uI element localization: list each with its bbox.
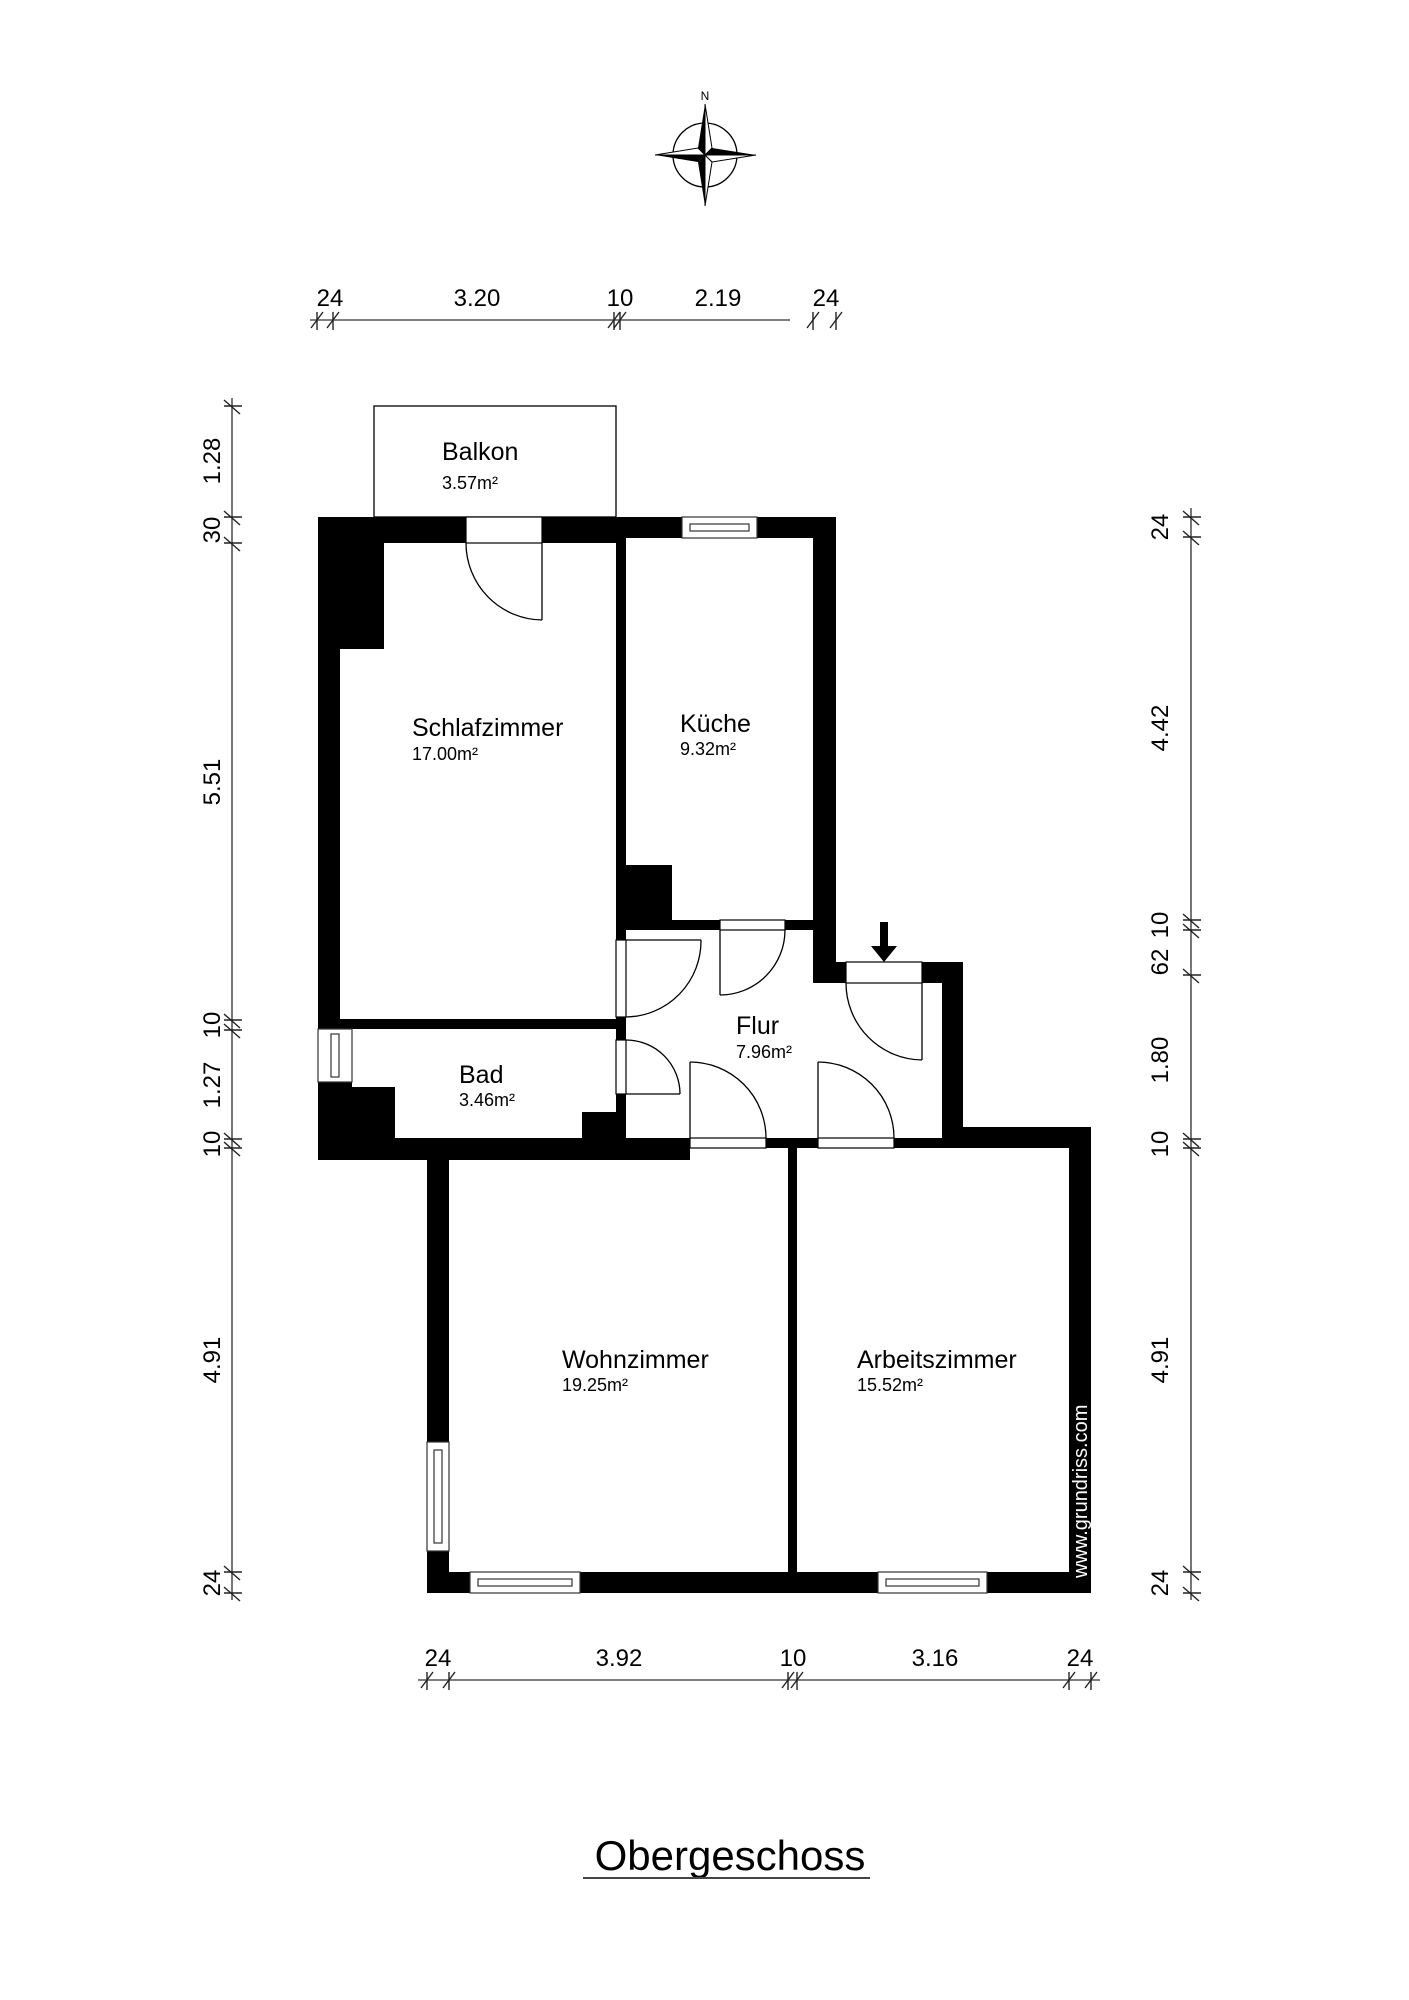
room-name-balkon: Balkon — [442, 438, 518, 466]
dim-right-7: 24 — [1147, 1570, 1174, 1597]
dim-left-3: 10 — [199, 1012, 226, 1039]
window-kueche — [681, 516, 758, 539]
plan-title: Obergeschoss — [595, 1832, 866, 1879]
dim-right-4: 1.80 — [1147, 1037, 1174, 1084]
dim-bottom-3: 3.16 — [912, 1645, 959, 1672]
window-wohnzimmer-left — [426, 1441, 450, 1552]
room-area-flur: 7.96m² — [736, 1042, 792, 1062]
dim-top-0: 24 — [317, 285, 344, 312]
room-area-balkon: 3.57m² — [442, 473, 498, 493]
room-name-bad: Bad — [459, 1061, 503, 1089]
dim-right-3: 62 — [1147, 949, 1174, 976]
door-schlafzimmer — [615, 939, 702, 1018]
room-area-wohnzimmer: 19.25m² — [562, 1375, 628, 1395]
dim-bottom-4: 24 — [1067, 1645, 1094, 1672]
dim-left-2: 5.51 — [199, 759, 226, 806]
room-area-schlafzimmer: 17.00m² — [412, 744, 478, 764]
dim-bottom-1: 3.92 — [596, 1645, 643, 1672]
dim-right-2: 10 — [1147, 912, 1174, 939]
dim-right-5: 10 — [1147, 1131, 1174, 1158]
door-entrance — [845, 922, 923, 1061]
door-balkon — [465, 516, 543, 621]
balcony-outline — [373, 405, 617, 518]
dimension-top — [310, 311, 843, 330]
entrance-arrow-icon — [871, 922, 897, 962]
compass-icon: N — [654, 89, 757, 207]
room-area-kueche: 9.32m² — [680, 739, 736, 759]
dim-bottom-2: 10 — [780, 1645, 807, 1672]
dim-top-3: 2.19 — [695, 285, 742, 312]
watermark: www.grundriss.com — [1070, 1405, 1092, 1579]
dim-right-1: 4.42 — [1147, 705, 1174, 752]
dim-left-6: 4.91 — [199, 1337, 226, 1384]
dim-bottom-0: 24 — [425, 1645, 452, 1672]
dim-right-0: 24 — [1147, 514, 1174, 541]
room-area-bad: 3.46m² — [459, 1090, 515, 1110]
dim-left-1: 30 — [199, 517, 226, 544]
dimension-right — [1182, 508, 1201, 1602]
room-name-wohnzimmer: Wohnzimmer — [562, 1346, 709, 1374]
doors — [465, 516, 923, 1149]
window-arbeitszimmer-bottom — [877, 1571, 988, 1594]
dim-top-2: 10 — [607, 285, 634, 312]
room-area-arbeitszimmer: 15.52m² — [857, 1375, 923, 1395]
dim-top-1: 3.20 — [454, 285, 501, 312]
compass-north-label: N — [701, 89, 710, 103]
dim-left-7: 24 — [199, 1570, 226, 1597]
dim-left-4: 1.27 — [199, 1062, 226, 1109]
door-wohnzimmer — [689, 1061, 767, 1149]
dim-right-6: 4.91 — [1147, 1337, 1174, 1384]
dimension-left — [223, 398, 242, 1602]
windows — [317, 516, 988, 1594]
walls — [318, 517, 1091, 1593]
room-name-kueche: Küche — [680, 710, 751, 738]
dimension-bottom — [418, 1671, 1100, 1690]
room-name-schlafzimmer: Schlafzimmer — [412, 714, 563, 742]
window-bad — [317, 1028, 353, 1083]
dim-left-0: 1.28 — [199, 438, 226, 485]
door-arbeitszimmer — [817, 1061, 895, 1149]
window-wohnzimmer-bottom — [469, 1571, 581, 1594]
door-bad — [615, 1039, 681, 1095]
room-name-flur: Flur — [736, 1012, 779, 1040]
room-name-arbeitszimmer: Arbeitszimmer — [857, 1346, 1017, 1374]
dim-top-4: 24 — [813, 285, 840, 312]
door-kueche — [719, 919, 786, 996]
dim-left-5: 10 — [199, 1131, 226, 1158]
